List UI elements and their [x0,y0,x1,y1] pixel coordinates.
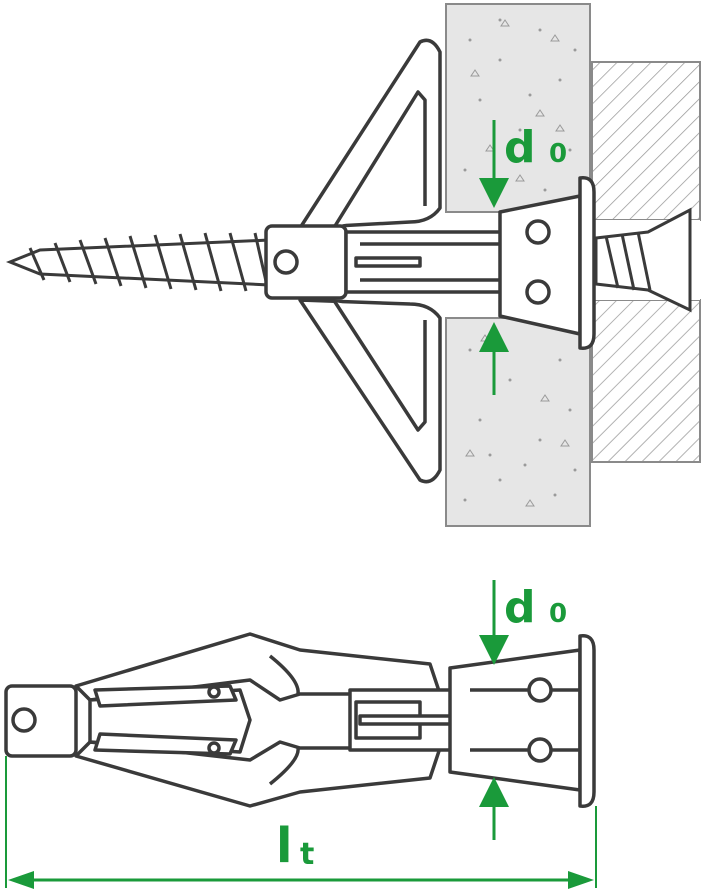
wall-speckles [463,18,577,502]
bottom-d-subscript: 0 [549,599,567,629]
top-d-subscript: 0 [549,139,567,169]
installed-view: d 0 [5,3,701,527]
bottom-diameter-dimension: d 0 [479,580,567,840]
top-diameter-dimension: d 0 [479,120,567,395]
anchor-installed [264,38,596,484]
length-l-label: l [276,818,292,874]
plasterboard-wall [445,3,591,527]
length-dimension: l t [5,756,597,889]
top-d-label: d [504,122,536,173]
length-l-subscript: t [300,837,314,872]
anchor-uninstalled [4,632,596,808]
uninstalled-view: d 0 l t [4,580,597,889]
bottom-d-label: d [504,582,536,633]
